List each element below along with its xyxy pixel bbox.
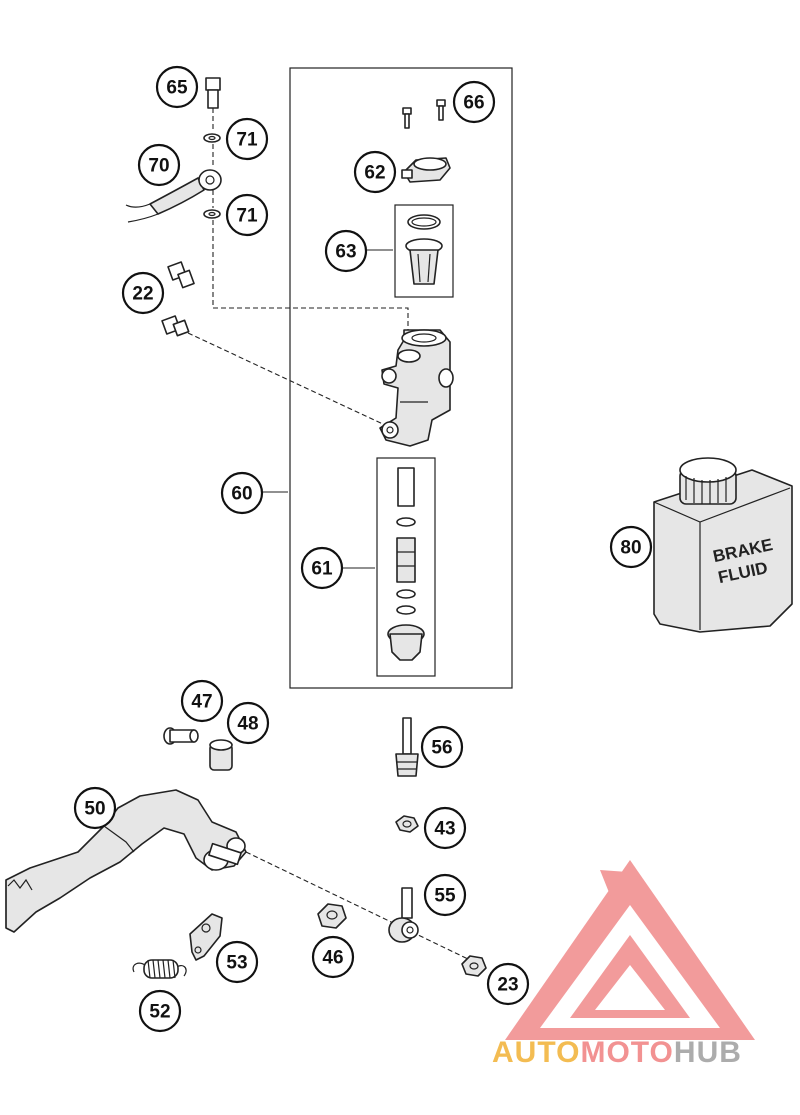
callout-23: 23 — [486, 962, 530, 1006]
group-box-60 — [289, 67, 513, 689]
svg-text:52: 52 — [149, 1002, 170, 1023]
svg-text:50: 50 — [84, 799, 105, 820]
callout-46: 46 — [311, 935, 355, 979]
callout-71-top: 71 — [225, 117, 269, 161]
svg-text:62: 62 — [364, 163, 385, 184]
nut-46-icon — [317, 903, 347, 929]
callout-56: 56 — [420, 725, 464, 769]
watermark-text-auto: AUTO — [492, 1036, 580, 1069]
clevis-55-icon — [388, 887, 419, 943]
brake-hose-70-icon — [125, 169, 222, 223]
svg-text:70: 70 — [148, 156, 169, 177]
svg-text:66: 66 — [463, 93, 484, 114]
callout-60: 60 — [220, 471, 264, 515]
bolt-22-lower-icon — [161, 315, 190, 337]
master-cylinder-body-icon — [379, 329, 454, 447]
watermark-text-moto: MOTO — [580, 1036, 673, 1069]
callout-66: 66 — [452, 80, 496, 124]
callout-47: 47 — [180, 679, 224, 723]
group-box-63 — [394, 204, 454, 298]
svg-text:63: 63 — [335, 242, 356, 263]
svg-text:23: 23 — [497, 975, 518, 996]
bolt-47-icon — [163, 727, 199, 745]
svg-text:46: 46 — [322, 948, 343, 969]
callout-43: 43 — [423, 806, 467, 850]
svg-text:61: 61 — [311, 559, 333, 580]
nut-43-icon — [395, 815, 419, 833]
svg-text:56: 56 — [431, 738, 452, 759]
callout-50: 50 — [73, 786, 117, 830]
screw-66-right-icon — [436, 99, 446, 121]
callout-71-bottom: 71 — [225, 193, 269, 237]
group-box-61 — [376, 457, 436, 677]
return-spring-52-icon — [132, 959, 187, 979]
callout-61: 61 — [300, 546, 344, 590]
svg-text:71: 71 — [236, 206, 258, 227]
svg-text:71: 71 — [236, 130, 258, 151]
callout-55: 55 — [423, 873, 467, 917]
washer-71-bottom-icon — [203, 209, 221, 219]
svg-text:80: 80 — [620, 538, 641, 559]
push-rod-56-icon — [395, 717, 419, 777]
spacer-48-icon — [209, 739, 233, 771]
svg-text:47: 47 — [191, 692, 212, 713]
svg-text:48: 48 — [237, 714, 258, 735]
screw-66-left-icon — [402, 107, 412, 129]
reservoir-insert-63-icon — [405, 214, 443, 285]
svg-text:65: 65 — [166, 78, 188, 99]
watermark-text-hub: HUB — [674, 1036, 742, 1069]
svg-text:43: 43 — [434, 819, 455, 840]
callout-22: 22 — [121, 271, 165, 315]
brake-pedal-50-icon — [5, 789, 247, 933]
callout-65: 65 — [155, 65, 199, 109]
brake-fluid-bottle-80-icon: BRAKE FLUID — [653, 457, 793, 633]
callout-48: 48 — [226, 701, 270, 745]
washer-71-top-icon — [203, 133, 221, 143]
piston-kit-61-icon — [387, 467, 425, 661]
callout-70: 70 — [137, 143, 181, 187]
watermark-logo: AUTOMOTOHUB — [492, 860, 755, 1069]
nut-23-icon — [461, 955, 487, 977]
svg-text:AUTOMOTOHUB: AUTOMOTOHUB — [492, 1036, 742, 1069]
callout-63: 63 — [324, 229, 368, 273]
callout-52: 52 — [138, 989, 182, 1033]
svg-text:22: 22 — [132, 284, 153, 305]
callout-62: 62 — [353, 150, 397, 194]
svg-text:55: 55 — [434, 886, 456, 907]
bracket-plate-53-icon — [189, 913, 223, 961]
reservoir-cap-62-icon — [401, 157, 451, 183]
svg-text:60: 60 — [231, 484, 252, 505]
bolt-22-upper-icon — [167, 261, 195, 289]
callout-80: 80 — [609, 525, 653, 569]
bolt-65-icon — [205, 77, 221, 109]
callout-53: 53 — [215, 940, 259, 984]
svg-text:53: 53 — [226, 953, 247, 974]
